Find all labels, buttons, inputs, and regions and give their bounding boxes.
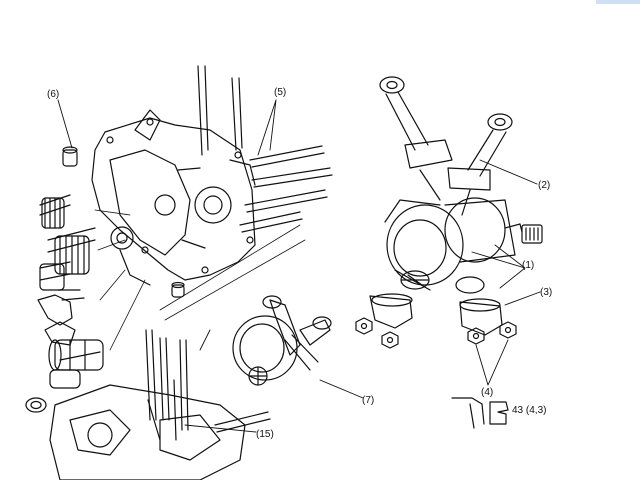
callout-15: (15) <box>256 429 274 440</box>
torque-wrench-icon <box>451 397 509 429</box>
callout-7: (7) <box>362 395 375 406</box>
crankshaft-assembly-small <box>232 295 332 386</box>
crankcase-right-half <box>49 329 271 480</box>
bearing-caps <box>369 276 503 336</box>
callout-1: (1) <box>522 260 535 271</box>
callout-2: (2) <box>538 180 551 191</box>
assembly-guide-lines <box>94 209 306 351</box>
torque-spec-text: 43 (4,3) <box>512 405 547 416</box>
callout-leaders <box>57 99 541 433</box>
cylinder-studs <box>197 65 333 233</box>
callout-4: (4) <box>481 387 494 398</box>
dowel-pins <box>62 146 185 298</box>
callout-5: (5) <box>274 87 287 98</box>
oil-application-icon <box>504 223 543 244</box>
crankshaft-main <box>384 197 516 291</box>
crankcase-left-half <box>91 109 256 286</box>
callout-6: (6) <box>47 89 60 100</box>
cap-nuts <box>355 317 517 349</box>
connecting-rods <box>379 76 513 216</box>
transmission-assembly <box>25 194 104 413</box>
callout-3: (3) <box>540 287 553 298</box>
window-edge-strip <box>596 0 640 4</box>
